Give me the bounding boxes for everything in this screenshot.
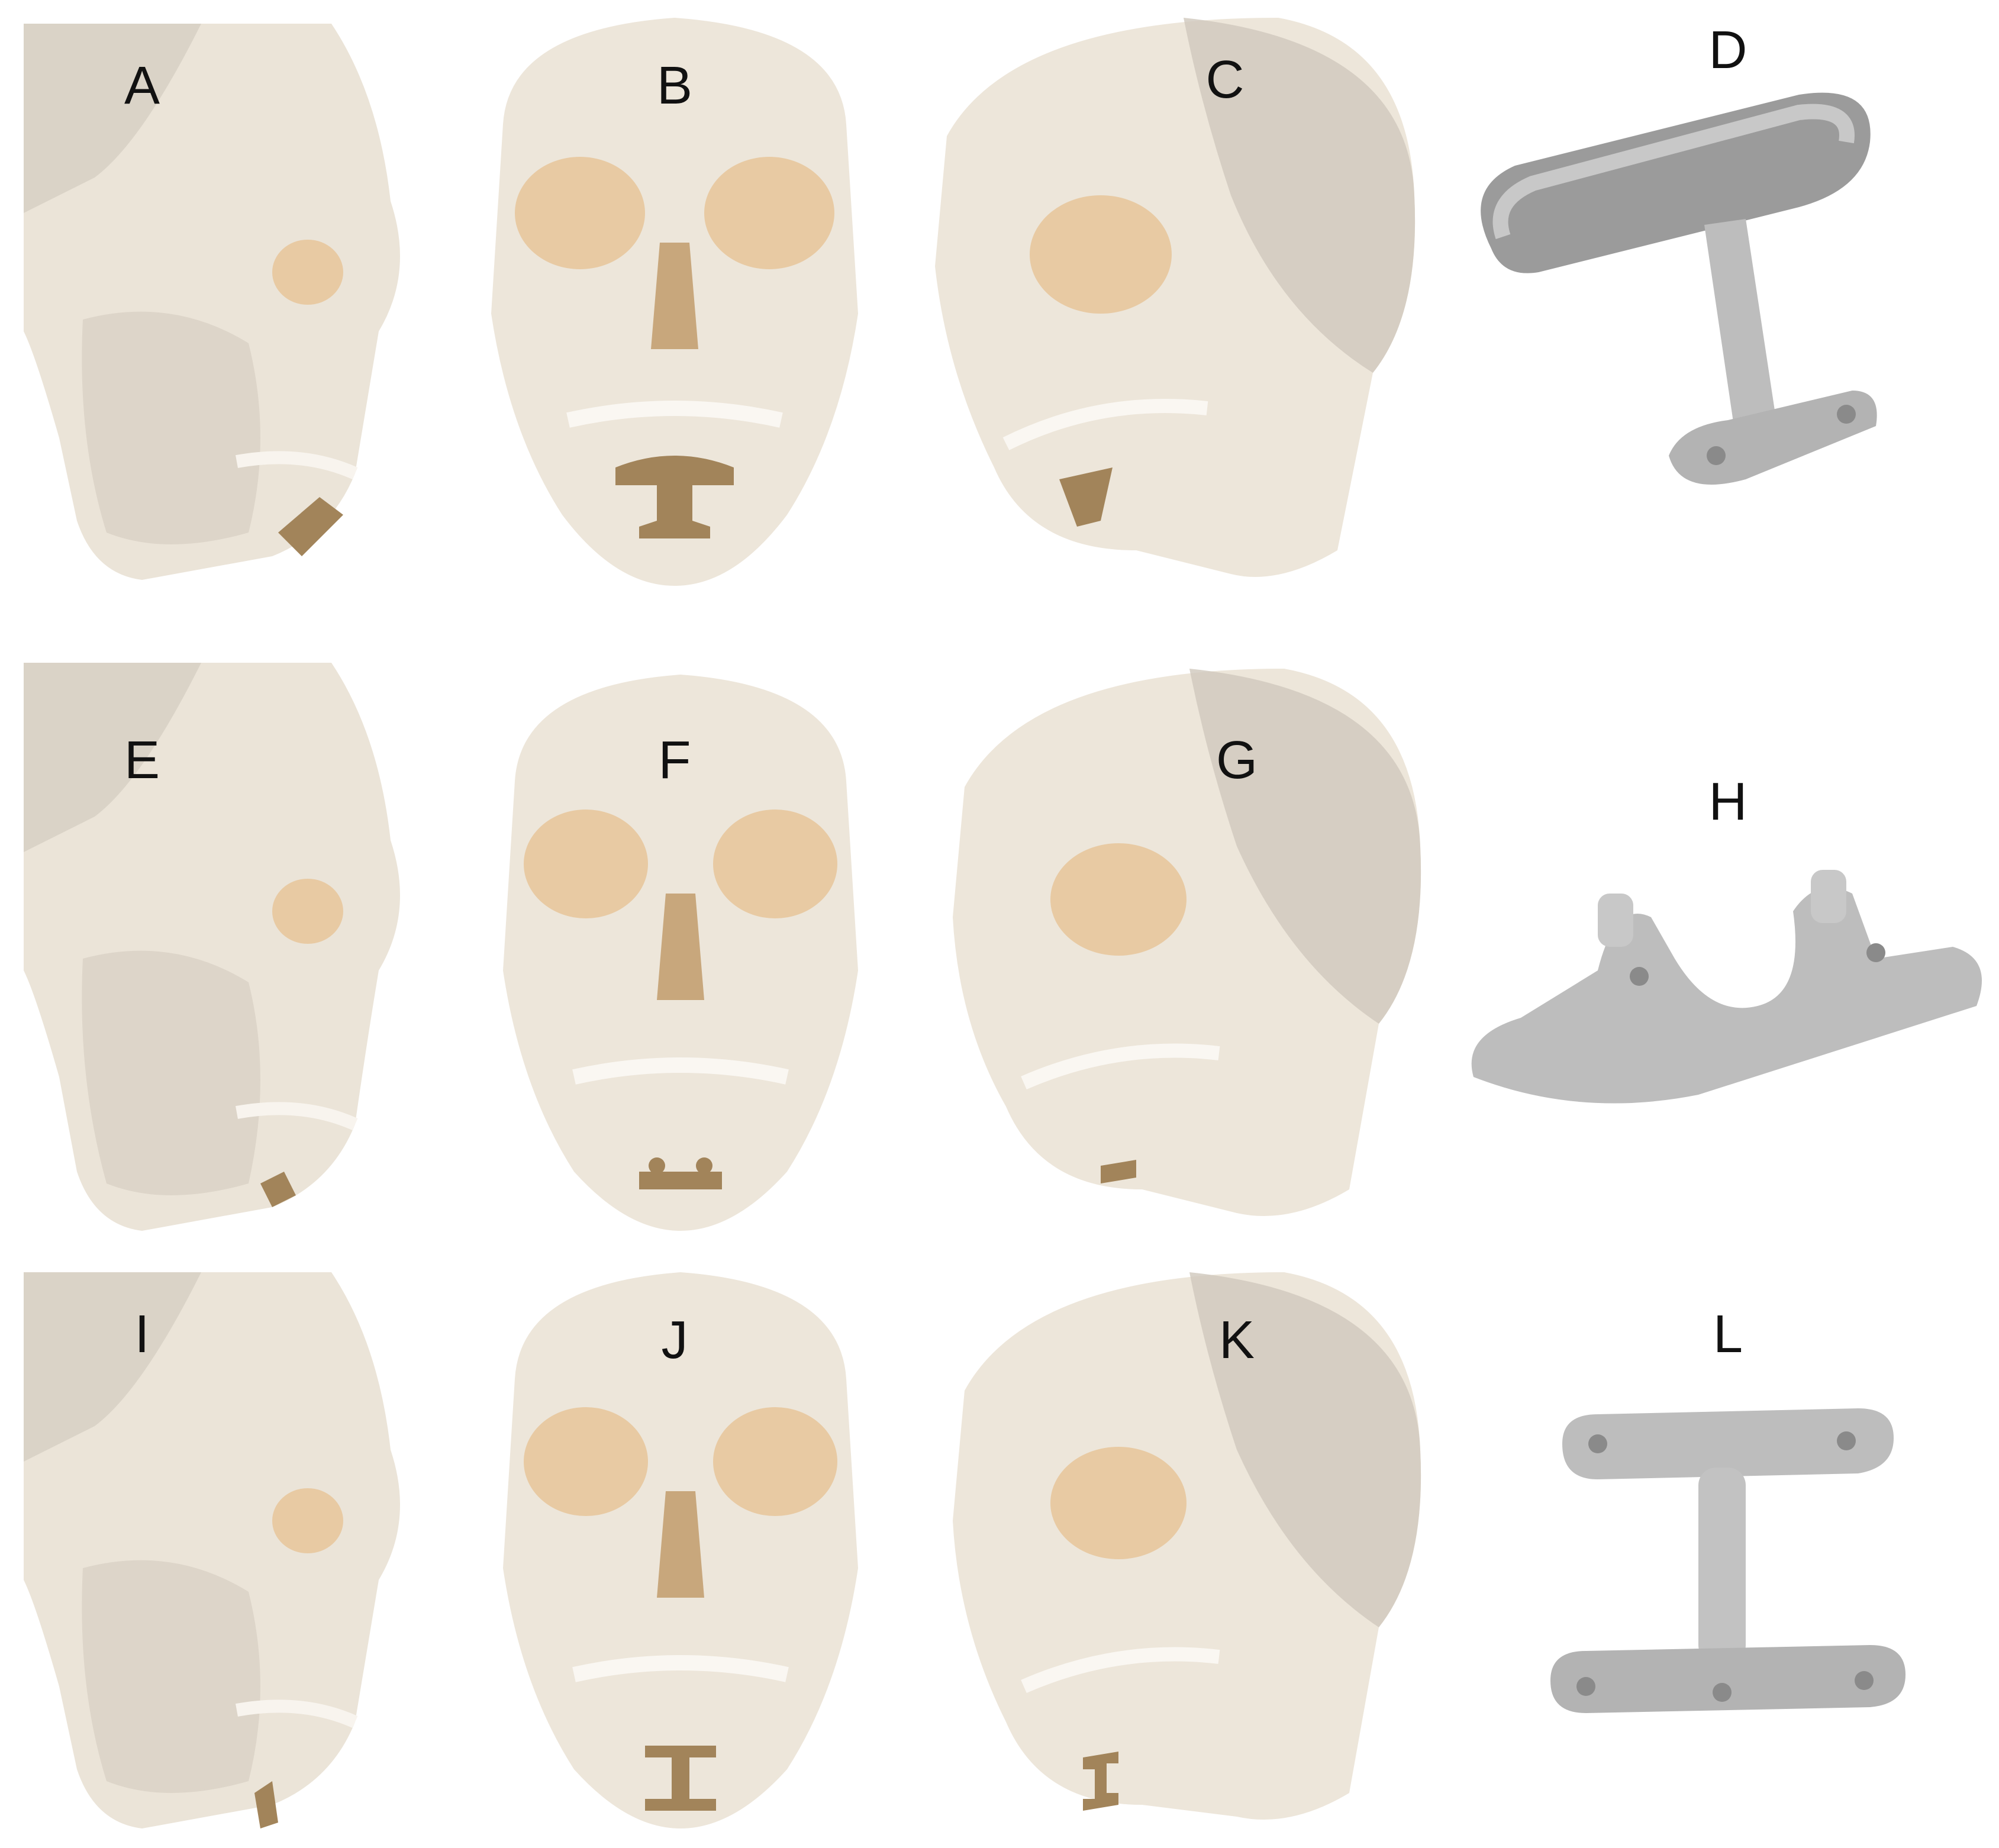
implant-l-image	[1550, 1408, 1906, 1713]
skull-oblique-image	[935, 18, 1416, 577]
skull-frontal-image	[503, 675, 858, 1231]
panel-label-k: K	[1218, 1311, 1255, 1370]
panel-l	[1550, 1408, 1906, 1740]
panel-h	[1462, 840, 1994, 1124]
panel-label-g: G	[1215, 731, 1258, 790]
skull-oblique-image	[953, 1272, 1421, 1820]
skull-oblique-image	[953, 669, 1421, 1216]
panel-b	[456, 18, 894, 598]
panel-label-j: J	[661, 1311, 688, 1370]
panel-label-c: C	[1205, 50, 1244, 109]
skull-frontal-image	[503, 1272, 858, 1828]
panel-label-f: F	[658, 731, 691, 790]
panel-label-d: D	[1708, 21, 1747, 80]
panel-e	[24, 663, 414, 1243]
panel-g	[941, 669, 1426, 1225]
skull-lateral-image	[24, 24, 400, 580]
implant-d-image	[1481, 92, 1877, 485]
panel-i	[24, 1272, 414, 1840]
panel-j	[467, 1272, 894, 1840]
panel-c	[923, 18, 1426, 586]
panel-d	[1468, 71, 1894, 544]
skull-lateral-image	[24, 1272, 400, 1828]
panel-k	[941, 1272, 1426, 1840]
panel-label-l: L	[1713, 1305, 1743, 1364]
panel-label-e: E	[124, 731, 160, 790]
panel-label-b: B	[656, 56, 693, 115]
panel-label-i: I	[134, 1305, 150, 1364]
panel-f	[467, 675, 894, 1243]
panel-label-h: H	[1708, 772, 1747, 831]
panel-a	[24, 24, 414, 592]
panel-label-a: A	[124, 56, 160, 115]
skull-frontal-image	[491, 18, 858, 586]
implant-h-image	[1471, 870, 1982, 1104]
skull-lateral-image	[24, 663, 400, 1231]
